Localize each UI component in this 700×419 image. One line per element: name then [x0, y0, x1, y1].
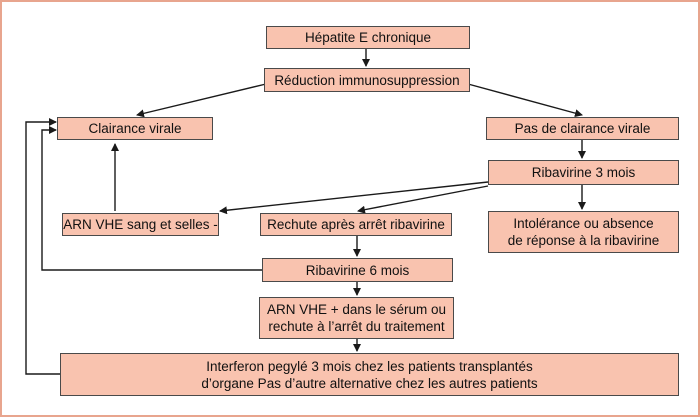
node-ribavirin-6-months: Ribavirine 6 mois [262, 258, 453, 282]
node-hev-rna-positive: ARN VHE + dans le sérum ou rechute à l’a… [259, 297, 454, 339]
edge-riba6-to-clearance [41, 126, 262, 271]
node-intolerance-or-no-response: Intolérance ou absence de réponse à la r… [488, 211, 679, 253]
node-label-line-1: Intolérance ou absence [513, 216, 654, 231]
node-label-line-1: Interferon pegylé 3 mois chez les patien… [206, 358, 533, 374]
node-relapse-after-ribavirin: Rechute après arrêt ribavirine [260, 213, 452, 236]
node-no-viral-clearance: Pas de clairance virale [486, 117, 679, 140]
node-viral-clearance: Clairance virale [57, 117, 213, 140]
node-label: Clairance virale [88, 121, 182, 136]
node-immunosuppression-reduction: Réduction immunosuppression [264, 68, 470, 92]
node-label: ARN VHE sang et selles - [63, 217, 218, 232]
edge-riba3-to-relapse [357, 185, 489, 214]
edge-reduction-to-clearance [136, 83, 267, 118]
node-label: Ribavirine 3 mois [531, 165, 636, 180]
edge-reduction-to-no-clearance [467, 83, 583, 118]
node-label: Réduction immunosuppression [274, 72, 460, 88]
node-ribavirin-3-months: Ribavirine 3 mois [488, 160, 679, 185]
edge-riba3-to-arn-neg [219, 181, 489, 215]
edge-interferon-to-clearance [25, 118, 60, 375]
node-hev-rna-negative: ARN VHE sang et selles - [62, 213, 219, 236]
node-label: Hépatite E chronique [304, 30, 432, 45]
node-label-line-2: d’organe Pas d’autre alternative chez le… [201, 375, 538, 391]
node-label-line-2: de réponse à la ribavirine [507, 233, 660, 248]
node-label: Rechute après arrêt ribavirine [267, 217, 445, 232]
node-label: Pas de clairance virale [514, 121, 651, 136]
node-label-line-2: rechute à l’arrêt du traitement [268, 319, 445, 334]
node-label: Ribavirine 6 mois [305, 262, 410, 278]
node-chronic-hepatitis-e: Hépatite E chronique [266, 26, 470, 49]
node-label-line-1: ARN VHE + dans le sérum ou [267, 302, 446, 317]
node-pegylated-interferon: Interferon pegylé 3 mois chez les patien… [60, 353, 679, 396]
